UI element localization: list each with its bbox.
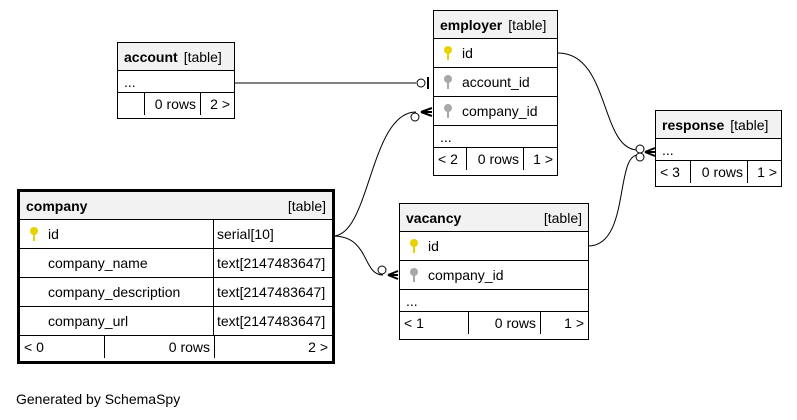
table-vacancy[interactable]: vacancy [table] id company_id ... < 1 0 …	[399, 203, 589, 340]
many-end	[420, 107, 433, 117]
column-name: id	[48, 226, 59, 242]
table-tag: [table]	[183, 48, 222, 65]
children-count: 1 >	[523, 148, 557, 170]
column-type: text[2147483647]	[217, 255, 326, 271]
row-count: 0 rows	[144, 93, 200, 115]
column-name: company_name	[48, 255, 148, 271]
table-name: company	[26, 197, 88, 214]
row-count: 0 rows	[466, 148, 523, 170]
column-row[interactable]: id	[400, 232, 588, 261]
table-name: employer	[440, 16, 503, 33]
column-row[interactable]: company_id	[400, 261, 588, 290]
column-row[interactable]: company_url text[2147483647]	[20, 307, 332, 336]
more-columns: ...	[400, 290, 588, 312]
table-company[interactable]: company [table] id serial[10] company_na…	[17, 189, 335, 364]
table-header: company [table]	[20, 192, 332, 220]
column-type: serial[10]	[217, 226, 274, 242]
table-footer: < 2 0 rows 1 >	[434, 148, 557, 170]
table-footer: 0 rows 2 >	[118, 93, 234, 115]
column-name: company_id	[462, 103, 538, 119]
many-end	[644, 147, 656, 157]
children-count: 2 >	[200, 93, 234, 115]
row-count: 0 rows	[468, 312, 540, 334]
primary-key-icon	[406, 238, 422, 254]
table-tag: [table]	[730, 116, 769, 133]
table-header: response [table]	[656, 111, 781, 139]
rel-company-vacancy	[332, 235, 384, 276]
rel-vacancy-response	[587, 154, 639, 247]
children-count: 2 >	[214, 336, 332, 358]
column-row[interactable]: company_name text[2147483647]	[20, 249, 332, 278]
table-name: response	[662, 116, 725, 133]
primary-key-icon	[26, 226, 42, 242]
generated-by-footer: Generated by SchemaSpy	[16, 391, 181, 407]
table-footer: < 0 0 rows 2 >	[20, 336, 332, 358]
optional-end	[416, 78, 426, 88]
parents-count: < 0	[24, 339, 44, 355]
rel-employer-response	[557, 52, 639, 151]
table-header: vacancy [table]	[400, 204, 588, 232]
foreign-key-icon	[440, 74, 456, 90]
optional-end	[377, 265, 387, 275]
column-type: text[2147483647]	[217, 284, 326, 300]
table-name: account	[124, 48, 178, 65]
column-row[interactable]: company_id	[434, 97, 557, 126]
children-count: 1 >	[747, 161, 781, 183]
table-footer: < 1 0 rows 1 >	[400, 312, 588, 334]
foreign-key-icon	[440, 103, 456, 119]
column-row[interactable]: account_id	[434, 68, 557, 97]
column-name: company_description	[48, 284, 181, 300]
table-header: employer [table]	[434, 11, 557, 39]
foreign-key-icon	[406, 267, 422, 283]
table-header: account [table]	[118, 43, 234, 71]
column-name: company_id	[428, 267, 504, 283]
many-end	[387, 270, 399, 280]
column-name: account_id	[462, 74, 530, 90]
table-account[interactable]: account [table] ... 0 rows 2 >	[117, 42, 235, 119]
table-tag: [table]	[543, 209, 582, 226]
optional-end	[635, 144, 645, 154]
column-type: text[2147483647]	[217, 313, 326, 329]
table-name: vacancy	[406, 209, 462, 226]
column-row[interactable]: company_description text[2147483647]	[20, 278, 332, 307]
rel-company-employer	[332, 111, 417, 237]
table-footer: < 3 0 rows 1 >	[656, 161, 781, 183]
column-row[interactable]: id	[434, 39, 557, 68]
table-tag: [table]	[508, 16, 547, 33]
table-employer[interactable]: employer [table] id account_id company_i…	[433, 10, 558, 176]
table-tag: [table]	[287, 197, 326, 214]
parents-count: < 3	[660, 164, 680, 180]
column-name: id	[462, 45, 473, 61]
parents-count	[118, 93, 144, 115]
parents-count: < 1	[404, 315, 424, 331]
row-count: 0 rows	[690, 161, 747, 183]
row-count: 0 rows	[104, 336, 214, 358]
column-name: id	[428, 238, 439, 254]
more-columns: ...	[434, 126, 557, 148]
column-name: company_url	[48, 313, 129, 329]
children-count: 1 >	[540, 312, 588, 334]
primary-key-icon	[440, 45, 456, 61]
table-response[interactable]: response [table] ... < 3 0 rows 1 >	[655, 110, 782, 187]
optional-end	[635, 152, 645, 162]
more-columns: ...	[656, 139, 781, 161]
more-columns: ...	[118, 71, 234, 93]
column-row[interactable]: id serial[10]	[20, 220, 332, 249]
optional-end	[410, 112, 420, 122]
parents-count: < 2	[438, 151, 458, 167]
